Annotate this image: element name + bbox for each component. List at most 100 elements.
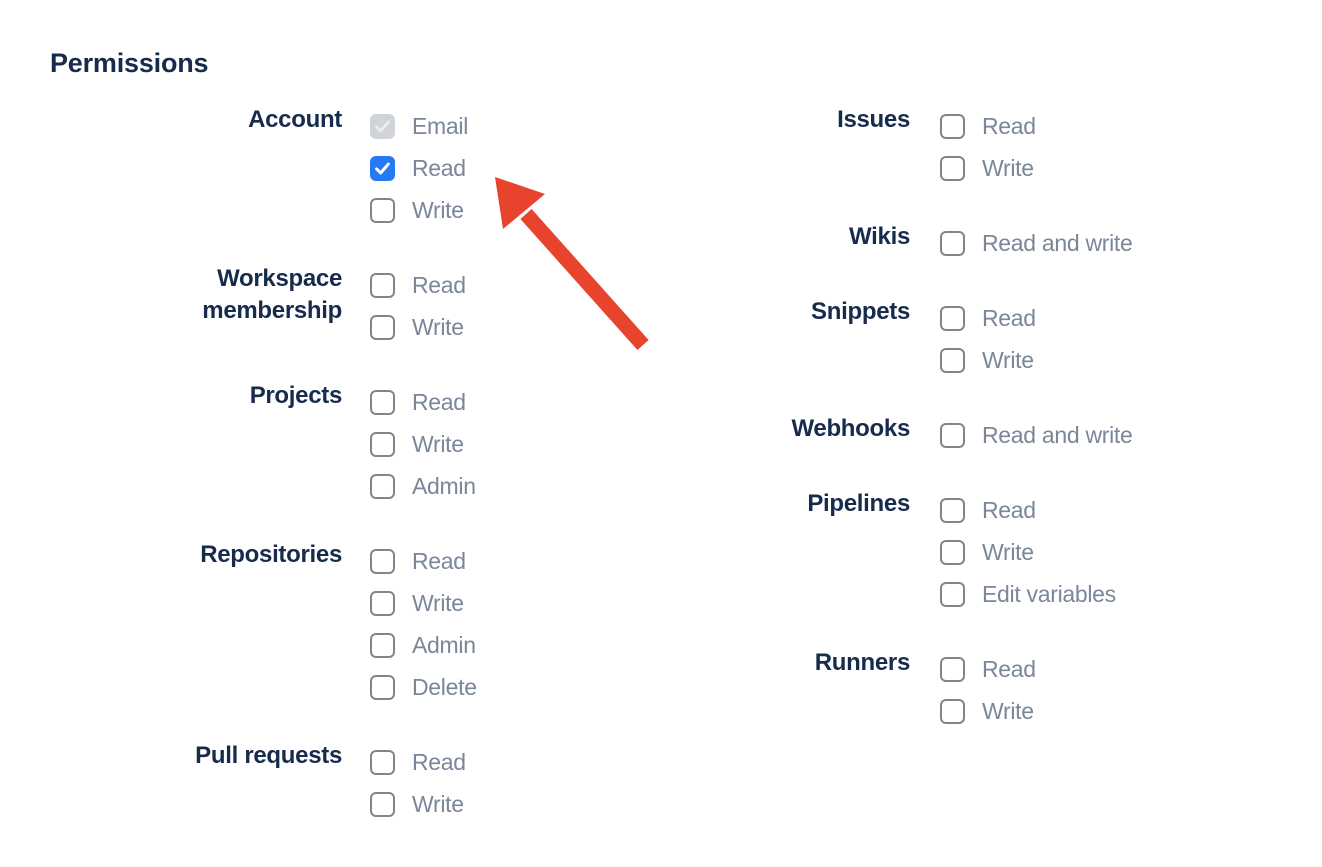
option-list: Read and write <box>940 422 1133 448</box>
checkbox-snippets-read[interactable] <box>940 306 965 331</box>
option-label: Write <box>412 431 464 457</box>
option-list: Read Write <box>940 656 1036 724</box>
permissions-column-left: Account Email Read Write Workspace membe… <box>50 106 640 867</box>
group-workspace-membership: Workspace membership Read Write <box>50 265 640 340</box>
option-row: Write <box>370 791 466 817</box>
group-snippets: Snippets Read Write <box>640 298 1230 373</box>
option-row: Write <box>940 539 1116 565</box>
checkbox-repositories-admin[interactable] <box>370 633 395 658</box>
group-label-projects: Projects <box>249 382 343 409</box>
permissions-columns: Account Email Read Write Workspace membe… <box>50 106 1322 867</box>
option-label: Read <box>412 155 466 181</box>
option-label: Read and write <box>982 422 1133 448</box>
option-label: Write <box>412 590 464 616</box>
option-label: Admin <box>412 632 476 658</box>
group-label-issues: Issues <box>837 106 910 133</box>
checkbox-webhooks-read-and-write[interactable] <box>940 423 965 448</box>
option-label: Email <box>412 113 469 139</box>
option-row: Read <box>370 155 468 181</box>
option-label: Write <box>982 155 1034 181</box>
option-row: Read and write <box>940 422 1133 448</box>
option-row: Delete <box>370 674 477 700</box>
option-row: Write <box>940 698 1036 724</box>
option-label: Read <box>412 272 466 298</box>
option-row: Write <box>940 155 1036 181</box>
checkbox-repositories-write[interactable] <box>370 591 395 616</box>
group-account: Account Email Read Write <box>50 106 640 223</box>
group-repositories: Repositories Read Write Admin Del <box>50 541 640 700</box>
group-label-wikis: Wikis <box>849 223 910 250</box>
checkbox-projects-read[interactable] <box>370 390 395 415</box>
option-list: Read and write <box>940 230 1133 256</box>
checkbox-account-write[interactable] <box>370 198 395 223</box>
checkbox-pipelines-edit-variables[interactable] <box>940 582 965 607</box>
option-list: Read Write <box>940 113 1036 181</box>
checkbox-issues-write[interactable] <box>940 156 965 181</box>
group-label-pull-requests: Pull requests <box>195 742 342 769</box>
checkbox-pipelines-read[interactable] <box>940 498 965 523</box>
checkbox-account-email <box>370 114 395 139</box>
group-label-repositories: Repositories <box>200 541 342 568</box>
option-row: Read <box>940 113 1036 139</box>
checkbox-runners-write[interactable] <box>940 699 965 724</box>
group-projects: Projects Read Write Admin <box>50 382 640 499</box>
group-webhooks: Webhooks Read and write <box>640 415 1230 448</box>
option-label: Read <box>412 548 466 574</box>
group-issues: Issues Read Write <box>640 106 1230 181</box>
option-row: Read <box>370 548 477 574</box>
option-row: Read and write <box>940 230 1133 256</box>
group-wikis: Wikis Read and write <box>640 223 1230 256</box>
option-label: Write <box>982 698 1034 724</box>
option-label: Read <box>412 749 466 775</box>
checkbox-workspace-membership-read[interactable] <box>370 273 395 298</box>
option-row: Admin <box>370 632 477 658</box>
option-list: Read Write Admin <box>370 389 476 499</box>
option-label: Read and write <box>982 230 1133 256</box>
option-label: Edit variables <box>982 581 1116 607</box>
option-row: Write <box>940 347 1036 373</box>
option-list: Read Write <box>370 749 466 817</box>
checkbox-repositories-delete[interactable] <box>370 675 395 700</box>
option-row: Read <box>370 272 466 298</box>
checkbox-account-read[interactable] <box>370 156 395 181</box>
group-label-workspace-membership: Workspace membership <box>202 265 342 324</box>
option-label: Read <box>982 656 1036 682</box>
option-row: Read <box>370 389 476 415</box>
checkbox-runners-read[interactable] <box>940 657 965 682</box>
option-label: Write <box>412 314 464 340</box>
group-label-account: Account <box>248 106 342 133</box>
option-list: Read Write Admin Delete <box>370 548 477 700</box>
option-row: Write <box>370 314 466 340</box>
option-label: Read <box>412 389 466 415</box>
option-list: Read Write <box>370 272 466 340</box>
option-list: Email Read Write <box>370 113 469 223</box>
page-title: Permissions <box>50 48 209 78</box>
checkbox-pull-requests-read[interactable] <box>370 750 395 775</box>
option-label: Write <box>982 539 1034 565</box>
option-label: Write <box>982 347 1034 373</box>
group-runners: Runners Read Write <box>640 649 1230 724</box>
option-row: Write <box>370 590 477 616</box>
option-row: Read <box>370 749 466 775</box>
group-label-snippets: Snippets <box>811 298 910 325</box>
option-label: Read <box>982 305 1036 331</box>
group-pull-requests: Pull requests Read Write <box>50 742 640 817</box>
checkbox-issues-read[interactable] <box>940 114 965 139</box>
group-label-pipelines: Pipelines <box>807 490 910 517</box>
checkbox-repositories-read[interactable] <box>370 549 395 574</box>
checkbox-projects-admin[interactable] <box>370 474 395 499</box>
checkbox-snippets-write[interactable] <box>940 348 965 373</box>
option-label: Delete <box>412 674 477 700</box>
checkbox-pipelines-write[interactable] <box>940 540 965 565</box>
group-label-runners: Runners <box>814 649 911 676</box>
checkbox-pull-requests-write[interactable] <box>370 792 395 817</box>
option-list: Read Write <box>940 305 1036 373</box>
checkbox-wikis-read-and-write[interactable] <box>940 231 965 256</box>
permissions-column-right: Issues Read Write Wikis Read and write <box>640 106 1230 774</box>
checkbox-projects-write[interactable] <box>370 432 395 457</box>
group-label-webhooks: Webhooks <box>791 415 910 442</box>
option-row: Write <box>370 197 468 223</box>
checkbox-workspace-membership-write[interactable] <box>370 315 395 340</box>
option-list: Read Write Edit variables <box>940 497 1116 607</box>
